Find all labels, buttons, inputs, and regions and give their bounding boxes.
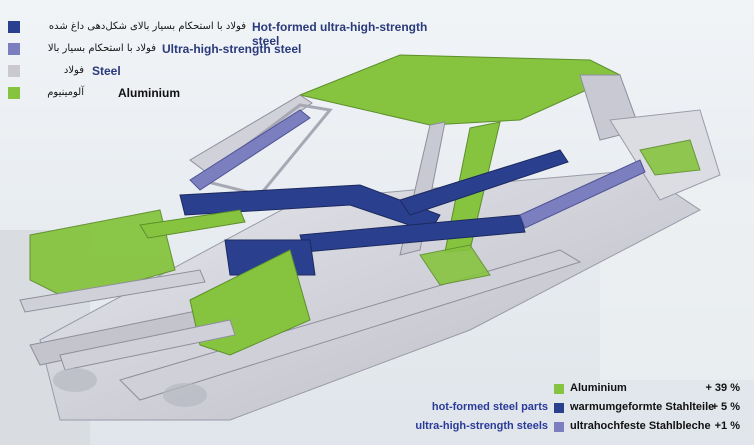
legend-label-en: Steel — [92, 64, 121, 78]
material-legend: فولاد با استحکام بسیار بالای شکل‌دهی داغ… — [6, 18, 436, 106]
tunnel-member — [399, 149, 569, 216]
wheel-hub-left — [53, 368, 97, 392]
front-aluminium-bar — [139, 209, 246, 239]
german-legend-percent: + 5 % — [711, 401, 740, 413]
german-legend-row: ultra-high-strength steels ultrahochfest… — [384, 419, 744, 437]
german-legend-english: hot-formed steel parts — [431, 401, 548, 413]
wheel-hub-right — [163, 383, 207, 407]
legend-swatch — [8, 65, 20, 77]
german-legend-label: warmumgeformte Stahlteile — [570, 401, 715, 413]
legend-label-fa: فولاد با استحکام بسیار بالا — [47, 43, 156, 54]
rear-aluminium-part — [639, 139, 701, 176]
front-rail-left — [19, 269, 206, 313]
legend-row: آلومینیوم Aluminium — [6, 84, 436, 106]
legend-label-en: Ultra-high-strength steel — [162, 42, 302, 56]
legend-label-fa: فولاد — [63, 65, 84, 76]
german-legend-label: ultrahochfeste Stahlbleche — [570, 420, 711, 432]
legend-label-en: Aluminium — [118, 86, 180, 100]
german-legend-swatch — [554, 403, 564, 413]
german-legend-row: Aluminium + 39 % — [384, 381, 744, 399]
seat-crossmember-aluminium — [419, 244, 491, 286]
legend-row: فولاد با استحکام بسیار بالا Ultra-high-s… — [6, 40, 436, 62]
german-legend-percent: +1 % — [714, 420, 740, 432]
legend-row: فولاد با استحکام بسیار بالای شکل‌دهی داغ… — [6, 18, 436, 48]
legend-swatch — [8, 21, 20, 33]
front-rail-right — [59, 319, 236, 371]
legend-swatch — [8, 43, 20, 55]
legend-label-fa: فولاد با استحکام بسیار بالای شکل‌دهی داغ… — [48, 21, 246, 32]
right-sill — [119, 249, 582, 401]
german-legend-percent: + 39 % — [705, 382, 740, 394]
a-pillar — [189, 94, 313, 176]
windshield-frame — [196, 103, 333, 197]
legend-swatch — [8, 87, 20, 99]
german-legend-swatch — [554, 422, 564, 432]
legend-label-en: Hot-formed ultra-high-strength steel — [252, 20, 428, 48]
german-legend: Aluminium + 39 % hot-formed steel parts … — [384, 377, 744, 439]
rear-rail — [519, 159, 646, 229]
german-legend-row: hot-formed steel parts warmumgeformte St… — [384, 400, 744, 418]
legend-row: فولاد Steel — [6, 62, 436, 84]
roof-rail — [189, 109, 311, 191]
legend-label-fa: آلومینیوم — [47, 87, 84, 98]
german-legend-label: Aluminium — [570, 382, 627, 394]
german-legend-english: ultra-high-strength steels — [415, 420, 548, 432]
german-legend-swatch — [554, 384, 564, 394]
